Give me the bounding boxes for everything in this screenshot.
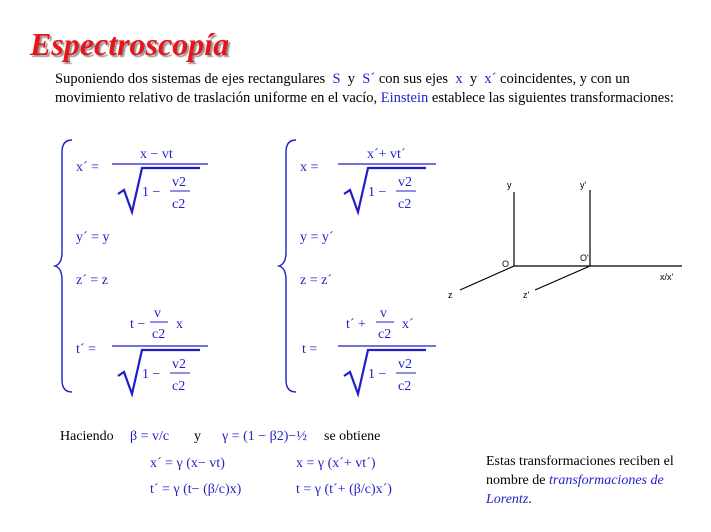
eq-tp-gamma: t´ = γ (t− (β/c)x)	[150, 482, 242, 497]
left-x-sqrt-sign	[117, 166, 200, 216]
axis-z-prime	[534, 265, 591, 291]
label-x: x/x'	[660, 272, 674, 282]
left-t-lhs: t´ =	[76, 342, 96, 357]
right-x-c2: c2	[398, 197, 411, 212]
label-z: z	[448, 290, 453, 300]
right-x-v2: v2	[398, 175, 412, 190]
left-t-num-c2: c2	[152, 327, 165, 342]
eq-xp-gamma: x´ = γ (x− vt)	[150, 456, 225, 471]
eq-t-gamma: t = γ (t´+ (β/c)x´)	[296, 482, 392, 497]
left-t-c2: c2	[172, 379, 185, 394]
intro-y2: y	[469, 71, 478, 87]
eq-x-gamma: x = γ (x´+ vt´)	[296, 456, 376, 471]
axis-z	[459, 265, 515, 291]
intro-text-1: Suponiendo dos sistemas de ejes rectangu…	[55, 71, 326, 87]
right-z-eq: z = z´	[300, 273, 332, 288]
left-t-v2: v2	[172, 357, 186, 372]
left-t-num-v: v	[154, 306, 161, 321]
label-O-prime: O'	[580, 253, 589, 263]
left-t-sqrt-sign	[117, 348, 200, 398]
right-x-one-minus: 1 −	[368, 185, 387, 200]
right-x-lhs: x =	[300, 160, 319, 175]
intro-text-4: establece las siguientes transformacione…	[431, 90, 674, 106]
intro-xp: x´	[484, 71, 497, 87]
left-x-c2: c2	[172, 197, 185, 212]
gamma-definition: γ = (1 − β2)−½	[222, 429, 307, 444]
intro-y1: y	[347, 71, 356, 87]
left-x-numerator: x − vt	[140, 147, 173, 162]
intro-einstein: Einstein	[380, 90, 429, 106]
intro-text-2: con sus ejes	[378, 71, 449, 87]
left-z-eq: z´ = z	[76, 273, 108, 288]
reference-frames-diagram	[459, 190, 682, 291]
right-t-num-xp: x´	[402, 317, 414, 332]
right-t-num-v: v	[380, 306, 387, 321]
label-y: y	[507, 180, 512, 190]
haciendo-y: y	[194, 429, 201, 444]
left-y-eq: y´ = y	[76, 230, 110, 245]
label-O: O	[502, 259, 509, 269]
right-t-v2: v2	[398, 357, 412, 372]
left-brace	[52, 139, 73, 393]
left-t-num-a: t −	[130, 317, 145, 332]
label-y-prime: y'	[580, 180, 587, 190]
right-t-one-minus: 1 −	[368, 367, 387, 382]
intro-Sp: S´	[362, 71, 376, 87]
intro-paragraph: Suponiendo dos sistemas de ejes rectangu…	[55, 70, 695, 108]
lorentz-note-text: Estas transformaciones reciben el nombre…	[486, 454, 674, 488]
right-y-eq: y = y´	[300, 230, 334, 245]
page-title: Espectroscopía	[30, 26, 230, 62]
se-obtiene: se obtiene	[324, 429, 381, 444]
right-t-lhs: t =	[302, 342, 317, 357]
intro-x: x	[455, 71, 463, 87]
left-t-num-x: x	[176, 317, 183, 332]
intro-text-3: coincidentes, y con un movimiento relati…	[55, 71, 630, 106]
left-t-one-minus: 1 −	[142, 367, 161, 382]
right-t-num-a: t´ +	[346, 317, 366, 332]
lorentz-note-end: .	[528, 492, 532, 507]
intro-S: S	[332, 71, 341, 87]
right-t-sqrt-sign	[343, 348, 426, 398]
right-t-num-c2: c2	[378, 327, 391, 342]
left-x-one-minus: 1 −	[142, 185, 161, 200]
haciendo-word: Haciendo	[60, 429, 114, 444]
lorentz-note: Estas transformaciones reciben el nombre…	[486, 452, 696, 509]
left-x-lhs: x´ =	[76, 160, 99, 175]
lorentz-note-emphasis: transformaciones de Lorentz	[486, 473, 664, 507]
right-brace	[276, 139, 297, 393]
label-z-prime: z'	[523, 290, 530, 300]
right-x-numerator: x´+ vt´	[367, 147, 406, 162]
right-t-c2: c2	[398, 379, 411, 394]
beta-definition: β = v/c	[130, 429, 170, 444]
left-x-v2: v2	[172, 175, 186, 190]
right-x-sqrt-sign	[343, 166, 426, 216]
